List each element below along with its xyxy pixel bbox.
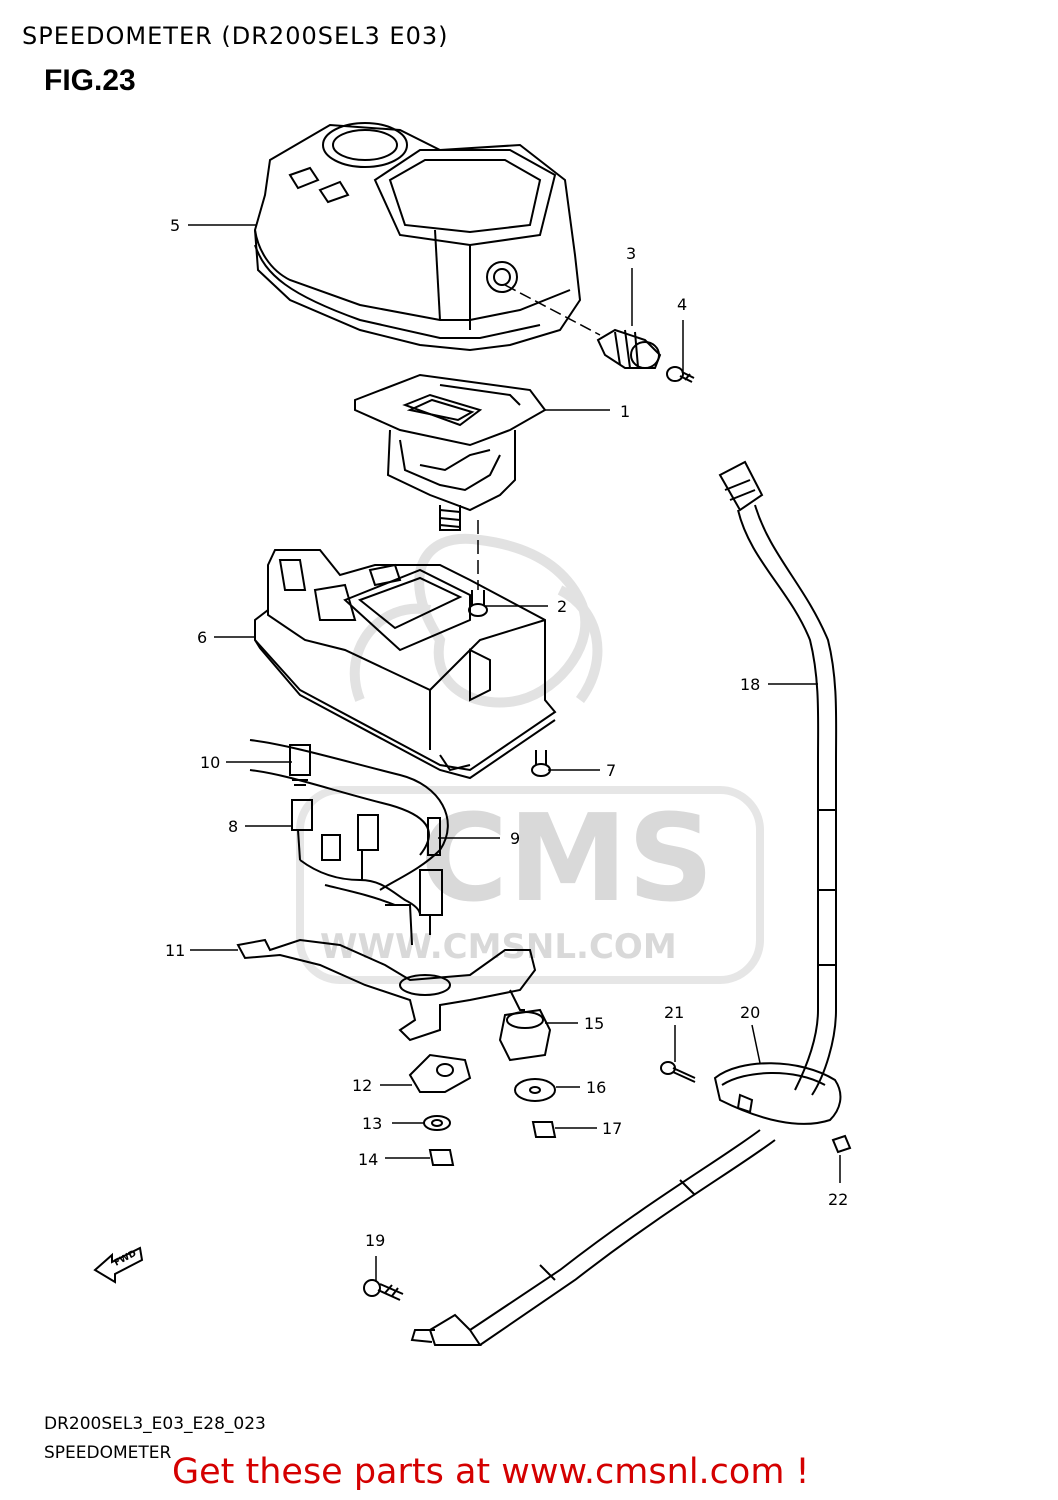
callout-5: 5 bbox=[170, 216, 180, 235]
leader-lines bbox=[188, 224, 841, 1282]
callout-17: 17 bbox=[602, 1119, 622, 1138]
callout-4: 4 bbox=[677, 295, 687, 314]
callout-21: 21 bbox=[664, 1003, 684, 1022]
part-18-speedometer-cable bbox=[410, 460, 838, 1346]
part-3-reset-knob bbox=[596, 328, 662, 369]
part-2-screw bbox=[468, 590, 488, 617]
callout-1: 1 bbox=[620, 402, 630, 421]
part-4-screw bbox=[666, 366, 695, 383]
fwd-arrow-icon: FWD bbox=[93, 1246, 144, 1284]
callout-2: 2 bbox=[557, 597, 567, 616]
part-17-nut bbox=[531, 1121, 557, 1138]
diagram-code: DR200SEL3_E03_E28_023 bbox=[44, 1414, 266, 1434]
assembly-line-3 bbox=[504, 284, 601, 336]
watermark-url: WWW.CMSNL.COM bbox=[320, 927, 677, 967]
page-title: SPEEDOMETER (DR200SEL3 E03) bbox=[22, 22, 449, 50]
callout-6: 6 bbox=[197, 628, 207, 647]
part-13-washer bbox=[423, 1115, 451, 1131]
callout-16: 16 bbox=[586, 1078, 606, 1097]
cms-watermark: CMS WWW.CMSNL.COM bbox=[296, 533, 764, 984]
callout-9: 9 bbox=[510, 829, 520, 848]
watermark-brand: CMS bbox=[420, 790, 714, 929]
part-7-screw bbox=[531, 750, 551, 777]
part-21-screw bbox=[660, 1061, 696, 1083]
callout-8: 8 bbox=[228, 817, 238, 836]
callout-12: 12 bbox=[352, 1076, 372, 1095]
part-6-lower-case bbox=[254, 549, 557, 780]
part-16-washer bbox=[514, 1078, 556, 1102]
callout-18: 18 bbox=[740, 675, 760, 694]
callout-3: 3 bbox=[626, 244, 636, 263]
callout-14: 14 bbox=[358, 1150, 378, 1169]
part-14-nut bbox=[428, 1149, 455, 1166]
callout-10: 10 bbox=[200, 753, 220, 772]
part-11-bracket bbox=[236, 904, 537, 1042]
part-20-clamp bbox=[713, 1062, 842, 1125]
callout-13: 13 bbox=[362, 1114, 382, 1133]
diagram-name: SPEEDOMETER bbox=[44, 1443, 172, 1463]
callout-numbers: 1 2 3 4 5 6 7 8 9 10 11 12 13 14 15 16 1… bbox=[165, 216, 848, 1250]
shop-link-banner[interactable]: Get these parts at www.cmsnl.com ! bbox=[172, 1452, 810, 1492]
figure-number: FIG.23 bbox=[44, 64, 136, 97]
part-22-nut bbox=[831, 1134, 852, 1154]
part-19-bolt bbox=[363, 1279, 404, 1301]
part-5-meter-cover bbox=[253, 122, 582, 352]
part-1-speedometer-unit bbox=[354, 373, 547, 531]
callout-7: 7 bbox=[606, 761, 616, 780]
callout-15: 15 bbox=[584, 1014, 604, 1033]
part-12-holder bbox=[408, 1053, 472, 1093]
callout-22: 22 bbox=[828, 1190, 848, 1209]
callout-20: 20 bbox=[740, 1003, 760, 1022]
part-8-10-bulbs-harness bbox=[249, 739, 449, 935]
part-15-grommet bbox=[498, 1008, 552, 1062]
callout-11: 11 bbox=[165, 941, 185, 960]
callout-19: 19 bbox=[365, 1231, 385, 1250]
